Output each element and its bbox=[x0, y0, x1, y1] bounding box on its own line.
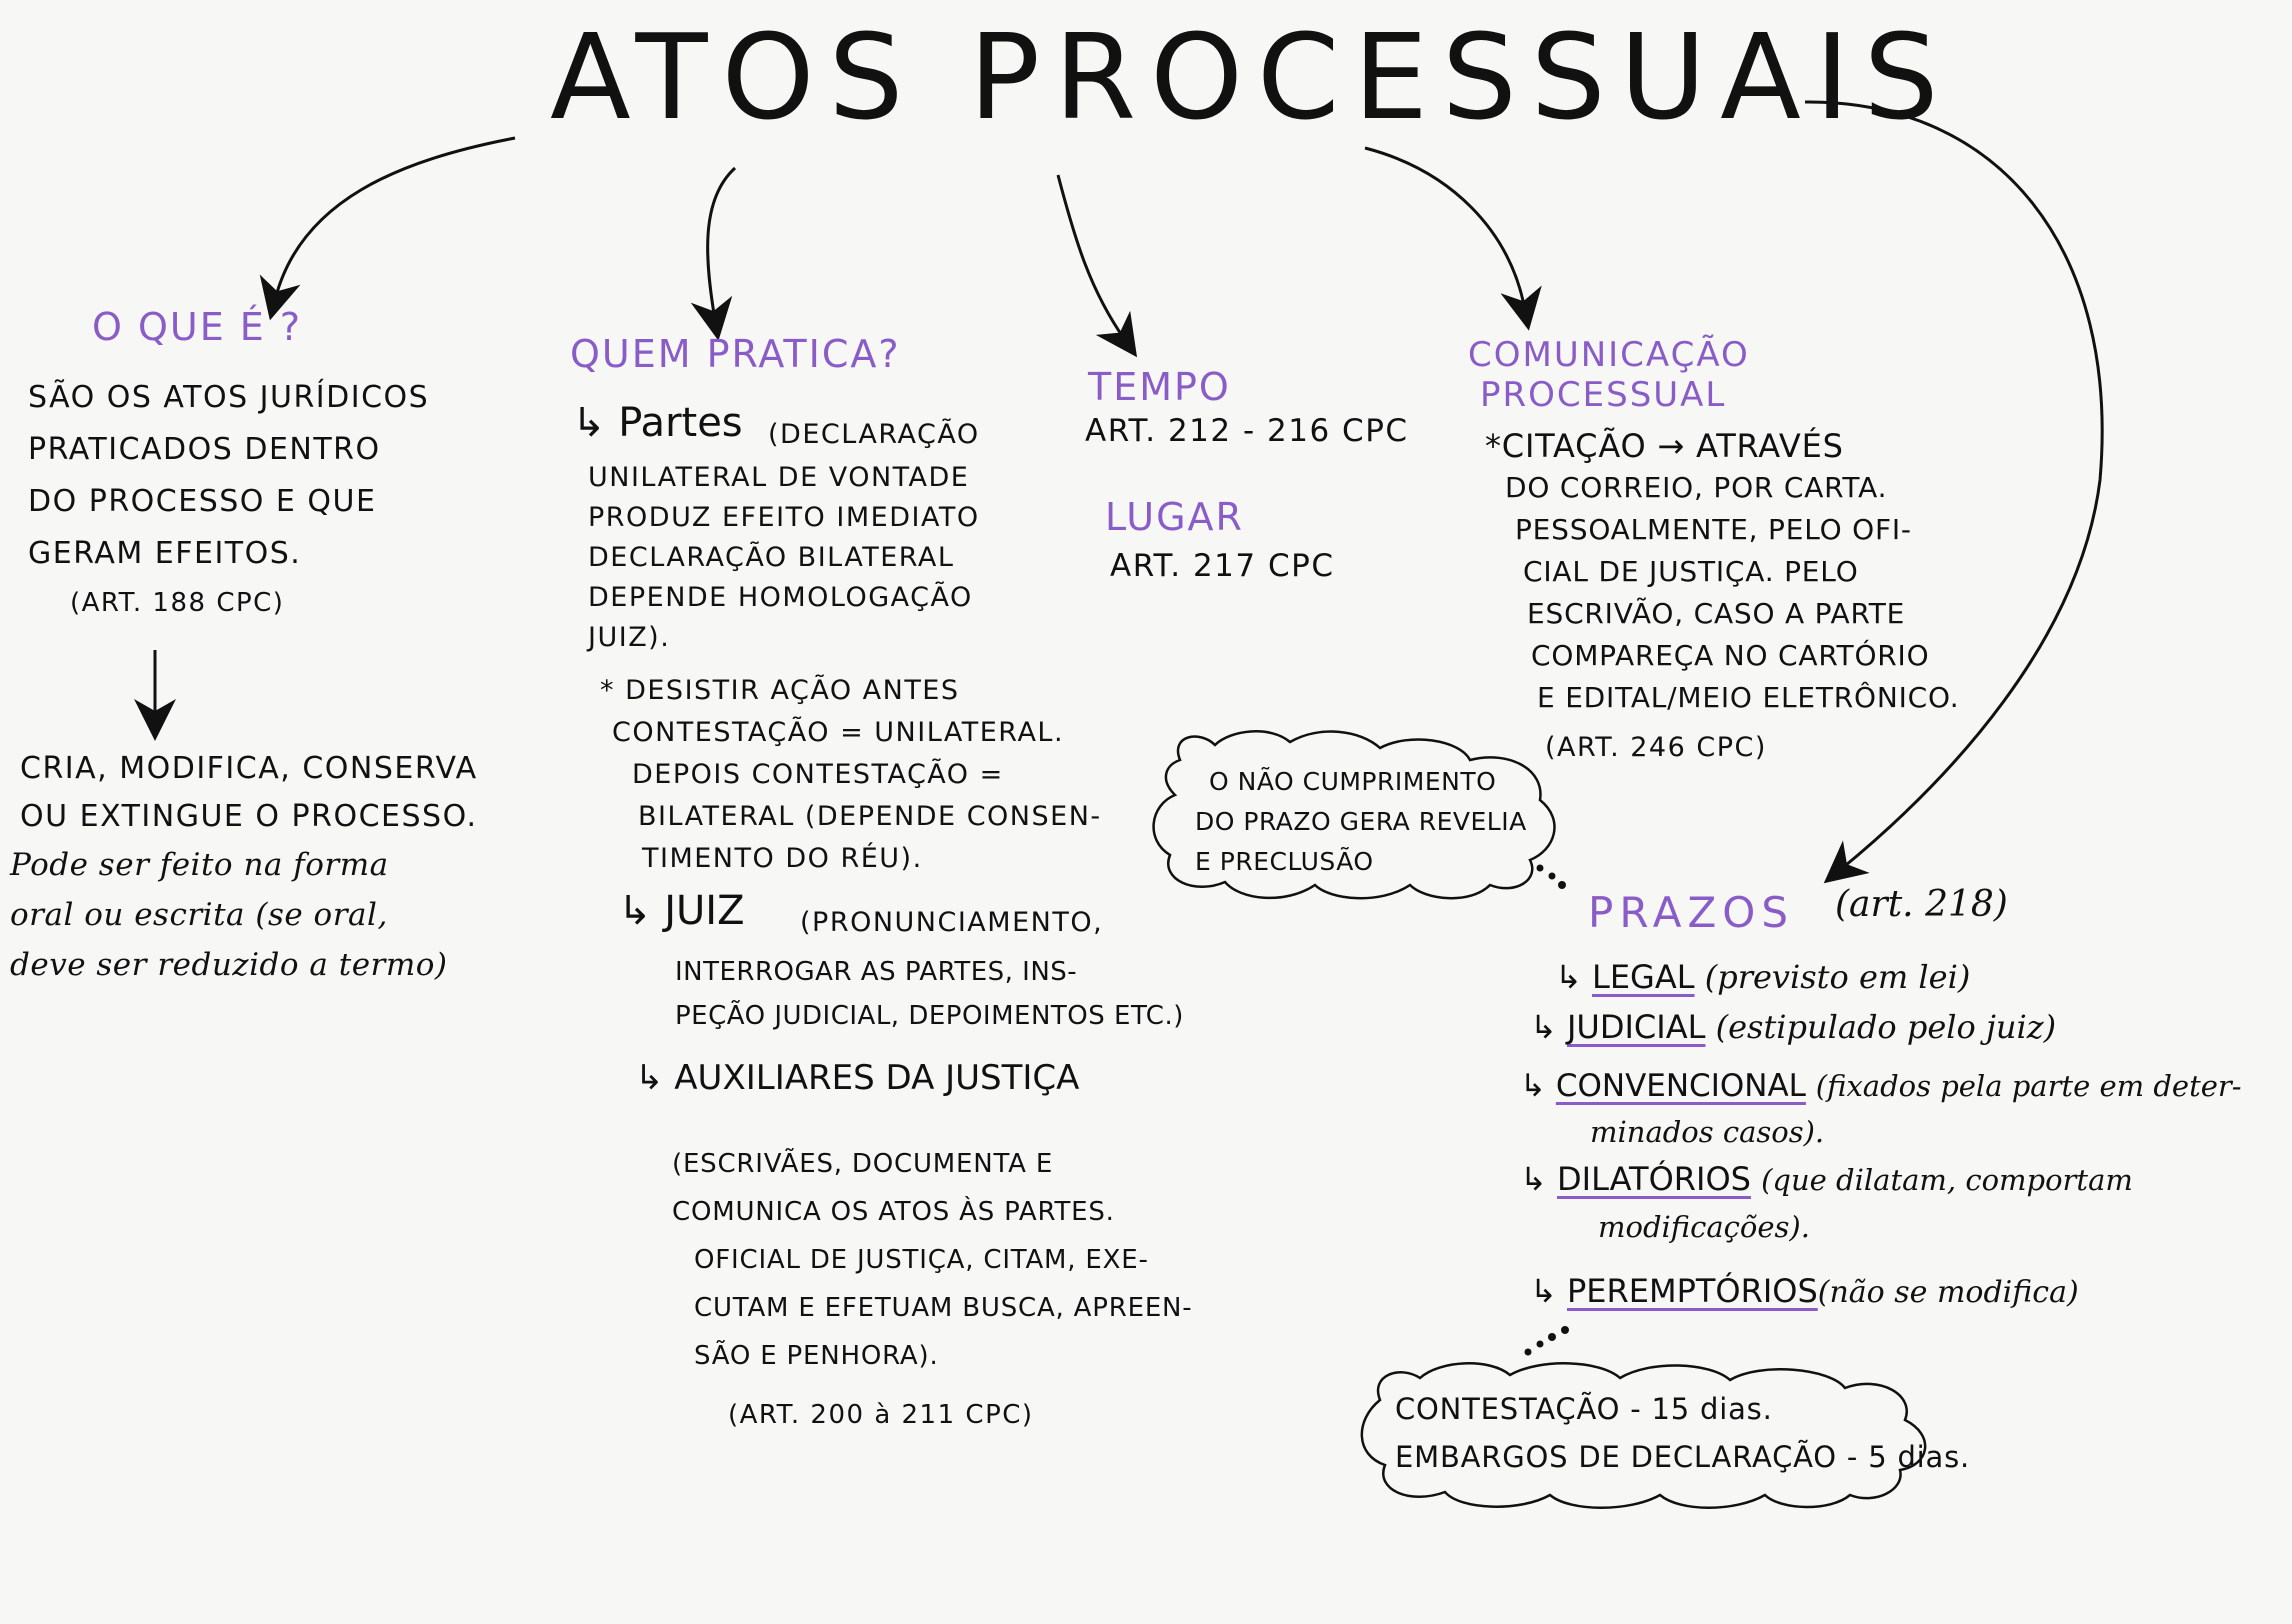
prazo-desc-cont: minados casos). bbox=[1590, 1115, 1825, 1149]
prazo-arrow-icon: ↳ bbox=[1555, 958, 1592, 996]
auxiliares-desc: (ESCRIVÃES, DOCUMENTA E COMUNICA OS ATOS… bbox=[672, 1140, 1193, 1380]
aux-line: (ESCRIVÃES, DOCUMENTA E bbox=[672, 1149, 1054, 1179]
juiz-line: INTERROGAR AS PARTES, INS- bbox=[675, 957, 1078, 987]
bubble-prazos-line: EMBARGOS DE DECLARAÇÃO - 5 dias. bbox=[1395, 1440, 1971, 1474]
desistir-line: BILATERAL (DEPENDE CONSEN- bbox=[638, 801, 1102, 832]
partes-line: DEPENDE HOMOLOGAÇÃO bbox=[588, 582, 973, 613]
page-title: ATOS PROCESSUAIS bbox=[550, 8, 1953, 146]
form-line: oral ou escrita (se oral, bbox=[10, 897, 388, 933]
aux-line: CUTAM E EFETUAM BUSCA, APREEN- bbox=[694, 1293, 1193, 1323]
bubble-revelia: O NÃO CUMPRIMENTO DO PRAZO GERA REVELIA … bbox=[1195, 762, 1527, 882]
desistir-block: * DESISTIR AÇÃO ANTES CONTESTAÇÃO = UNIL… bbox=[600, 670, 1102, 880]
prazo-name: JUDICIAL bbox=[1566, 1008, 1706, 1046]
comunicacao-line: *CITAÇÃO → ATRAVÉS bbox=[1485, 427, 1844, 465]
quem-pratica-heading: QUEM PRATICA? bbox=[570, 332, 901, 376]
partes-line: JUIZ). bbox=[588, 622, 671, 653]
que-e-line: GERAM EFEITOS. bbox=[28, 536, 302, 571]
comunicacao-line: COMPAREÇA NO CARTÓRIO bbox=[1531, 639, 1930, 672]
comunicacao-line: DO CORREIO, POR CARTA. bbox=[1505, 471, 1888, 504]
prazo-desc: (previsto em lei) bbox=[1704, 958, 1971, 996]
arrow-to-comunicacao bbox=[1364, 146, 1542, 331]
arrow-to-tempo bbox=[1056, 174, 1138, 358]
prazo-desc: (não se modifica) bbox=[1817, 1275, 2079, 1310]
arrow-to-quem-pratica bbox=[690, 166, 737, 341]
partes-line: (DECLARAÇÃO bbox=[768, 419, 980, 450]
comunicacao-heading-2: PROCESSUAL bbox=[1480, 375, 1727, 415]
que-e-ref: (ART. 188 CPC) bbox=[70, 588, 285, 618]
prazo-judicial: ↳ JUDICIAL (estipulado pelo juiz) bbox=[1530, 1008, 2056, 1046]
bubble-prazos: CONTESTAÇÃO - 15 dias. EMBARGOS DE DECLA… bbox=[1395, 1385, 1970, 1481]
juiz-line: PEÇÃO JUDICIAL, DEPOIMENTOS ETC.) bbox=[675, 1001, 1184, 1031]
prazo-name: PEREMPTÓRIOS bbox=[1566, 1272, 1818, 1310]
desistir-line: DEPOIS CONTESTAÇÃO = bbox=[632, 759, 1004, 790]
desistir-line: * DESISTIR AÇÃO ANTES bbox=[600, 675, 960, 706]
prazo-desc: (que dilatam, comportam bbox=[1761, 1163, 2133, 1197]
bubble-revelia-dot bbox=[1536, 864, 1544, 872]
bubble-prazos-line: CONTESTAÇÃO - 15 dias. bbox=[1395, 1392, 1773, 1426]
prazo-name: LEGAL bbox=[1591, 958, 1695, 996]
prazo-name: CONVENCIONAL bbox=[1555, 1068, 1806, 1104]
partes-label: ↳ Partes bbox=[572, 400, 743, 446]
partes-line: DECLARAÇÃO BILATERAL bbox=[588, 542, 955, 573]
revelia-line: O NÃO CUMPRIMENTO bbox=[1209, 767, 1497, 796]
prazo-convencional: ↳ CONVENCIONAL (fixados pela parte em de… bbox=[1520, 1068, 2242, 1104]
que-e-definition: SÃO OS ATOS JURÍDICOS PRATICADOS DENTRO … bbox=[28, 372, 429, 580]
comunicacao-line: CIAL DE JUSTIÇA. PELO bbox=[1523, 555, 1859, 588]
prazo-desc-cont: modificações). bbox=[1598, 1210, 1810, 1244]
prazos-heading: PRAZOS bbox=[1588, 888, 1795, 937]
prazo-legal: ↳ LEGAL (previsto em lei) bbox=[1555, 958, 1970, 996]
que-e-heading: O QUE É ? bbox=[92, 305, 303, 349]
prazos-ref: (art. 218) bbox=[1835, 884, 2008, 925]
juiz-label: ↳ JUIZ bbox=[618, 888, 745, 934]
comunicacao-desc: *CITAÇÃO → ATRAVÉS DO CORREIO, POR CARTA… bbox=[1485, 425, 1959, 719]
juiz-line: (PRONUNCIAMENTO, bbox=[800, 907, 1104, 938]
lugar-ref: ART. 217 CPC bbox=[1110, 548, 1335, 584]
prazo-peremptorios: ↳ PEREMPTÓRIOS(não se modifica) bbox=[1530, 1272, 2079, 1310]
prazo-name: DILATÓRIOS bbox=[1556, 1160, 1751, 1198]
revelia-line: E PRECLUSÃO bbox=[1195, 847, 1374, 876]
comunicacao-line: PESSOALMENTE, PELO OFI- bbox=[1515, 513, 1912, 546]
juiz-desc: INTERROGAR AS PARTES, INS- PEÇÃO JUDICIA… bbox=[675, 950, 1184, 1038]
comunicacao-line: E EDITAL/MEIO ELETRÔNICO. bbox=[1537, 681, 1960, 714]
partes-line: PRODUZ EFEITO IMEDIATO bbox=[588, 502, 980, 533]
prazo-arrow-icon: ↳ bbox=[1530, 1008, 1567, 1046]
form-line: Pode ser feito na forma bbox=[10, 847, 389, 883]
desistir-line: TIMENTO DO RÉU). bbox=[642, 843, 923, 874]
form-line: deve ser reduzido a termo) bbox=[10, 947, 448, 983]
que-e-line: PRATICADOS DENTRO bbox=[28, 432, 381, 467]
desistir-line: CONTESTAÇÃO = UNILATERAL. bbox=[612, 717, 1065, 748]
lugar-heading: LUGAR bbox=[1105, 495, 1244, 539]
prazo-arrow-icon: ↳ bbox=[1530, 1272, 1567, 1310]
partes-line: UNILATERAL DE VONTADE bbox=[588, 462, 970, 493]
que-e-effects: CRIA, MODIFICA, CONSERVA OU EXTINGUE O P… bbox=[20, 745, 478, 841]
prazo-desc: (fixados pela parte em deter- bbox=[1815, 1069, 2242, 1103]
prazo-arrow-icon: ↳ bbox=[1520, 1160, 1557, 1198]
comunicacao-ref: (ART. 246 CPC) bbox=[1545, 732, 1767, 763]
effects-line: CRIA, MODIFICA, CONSERVA bbox=[20, 751, 478, 786]
partes-desc: UNILATERAL DE VONTADE PRODUZ EFEITO IMED… bbox=[588, 458, 980, 658]
aux-line: OFICIAL DE JUSTIÇA, CITAM, EXE- bbox=[694, 1245, 1149, 1275]
prazo-arrow-icon: ↳ bbox=[1520, 1068, 1556, 1104]
prazo-dilatorios: ↳ DILATÓRIOS (que dilatam, comportam bbox=[1520, 1160, 2133, 1198]
tempo-ref: ART. 212 - 216 CPC bbox=[1085, 413, 1409, 449]
auxiliares-label: ↳ AUXILIARES DA JUSTIÇA bbox=[635, 1058, 1080, 1098]
comunicacao-line: ESCRIVÃO, CASO A PARTE bbox=[1527, 597, 1906, 630]
que-e-line: SÃO OS ATOS JURÍDICOS bbox=[28, 380, 430, 415]
aux-line: SÃO E PENHORA). bbox=[694, 1341, 939, 1371]
revelia-line: DO PRAZO GERA REVELIA bbox=[1195, 807, 1527, 836]
tempo-heading: TEMPO bbox=[1088, 365, 1231, 409]
prazo-desc: (estipulado pelo juiz) bbox=[1715, 1008, 2057, 1046]
aux-line: COMUNICA OS ATOS ÀS PARTES. bbox=[672, 1197, 1115, 1227]
que-e-form: Pode ser feito na forma oral ou escrita … bbox=[10, 840, 448, 990]
arrow-to-que-e bbox=[259, 136, 516, 321]
que-e-line: DO PROCESSO E QUE bbox=[28, 484, 377, 519]
effects-line: OU EXTINGUE O PROCESSO. bbox=[20, 799, 478, 834]
comunicacao-heading: COMUNICAÇÃO bbox=[1468, 335, 1750, 375]
quem-pratica-ref: (ART. 200 à 211 CPC) bbox=[728, 1400, 1034, 1430]
